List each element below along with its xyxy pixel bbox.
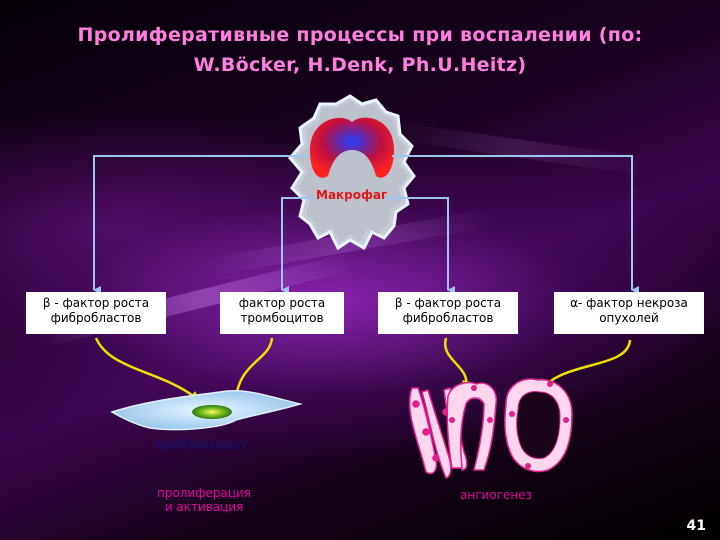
factor-box-pdgf: фактор роста тромбоцитов [220,292,344,334]
factor-line-1: β - фактор роста [380,296,516,311]
capillary-loop-1 [447,383,496,471]
factor-box-tnf-alpha: α- фактор некроза опухолей [554,292,704,334]
proliferation-label: пролиферация и активация [140,486,268,514]
page-number: 41 [687,518,706,534]
factor-line-1: β - фактор роста [28,296,164,311]
fibroblast-label: фибробласт [156,438,248,453]
fibroblast-cell [112,391,300,430]
factor-box-beta-fgf-right: β - фактор роста фибробластов [378,292,518,334]
macrophage-label: Макрофаг [316,188,387,202]
factor-line-2: опухолей [556,311,702,326]
proliferation-line-2: и активация [140,500,268,514]
proliferation-line-1: пролиферация [140,486,268,500]
capillary-loop-2 [505,379,572,471]
factor-line-1: фактор роста [222,296,342,311]
angiogenesis-label: ангиогенез [446,488,546,502]
factor-line-1: α- фактор некроза [556,296,702,311]
factor-line-2: тромбоцитов [222,311,342,326]
factor-line-2: фибробластов [380,311,516,326]
macrophage-cell [290,96,414,248]
fibroblast-nucleus [192,405,232,419]
factor-line-2: фибробластов [28,311,164,326]
factor-box-beta-fgf-left: β - фактор роста фибробластов [26,292,166,334]
